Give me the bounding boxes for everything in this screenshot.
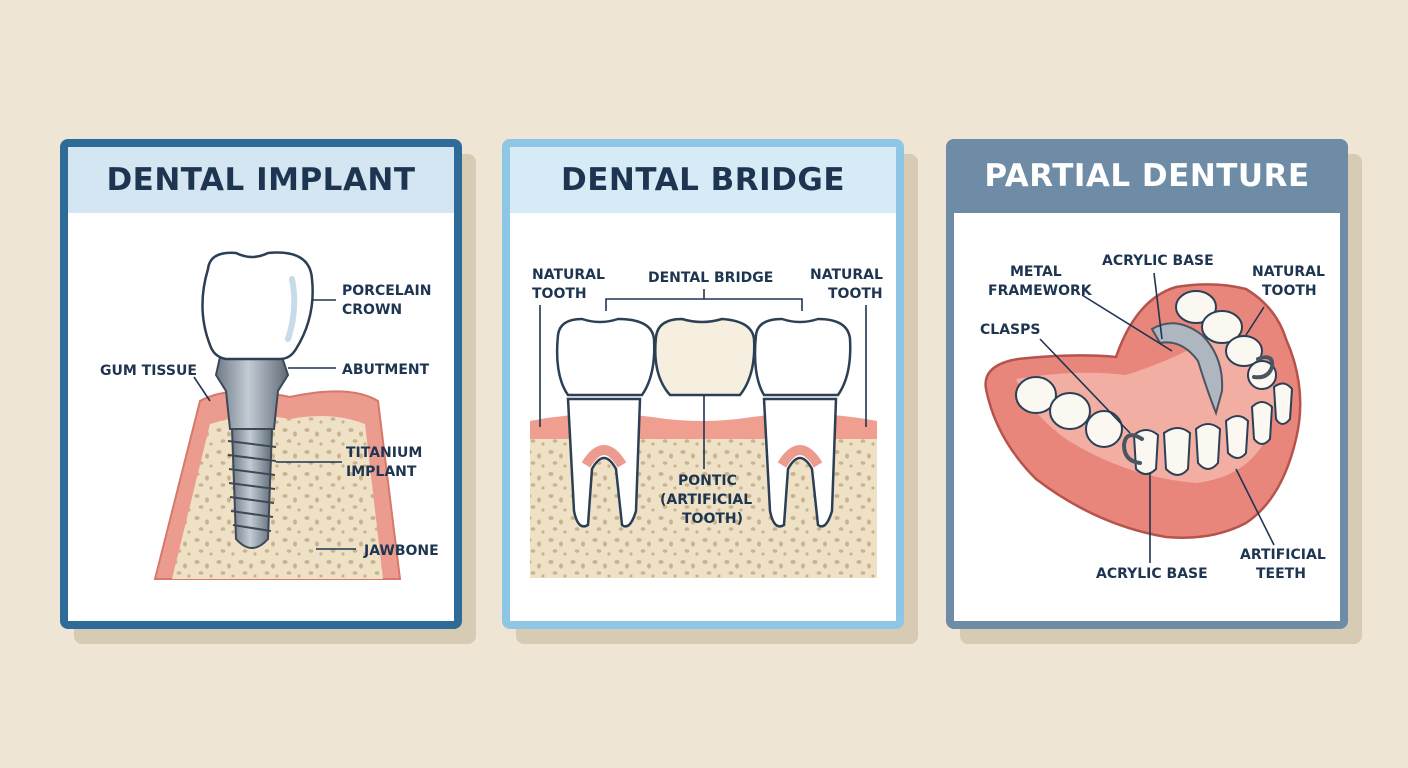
partial-denture-card: PARTIAL DENTURE [946, 139, 1348, 629]
natural-tooth [1175, 290, 1217, 324]
label-natural-tooth-1: NATURAL [1252, 264, 1325, 280]
label-natural-tooth-left-2: TOOTH [532, 286, 587, 302]
jawbone [172, 415, 383, 579]
label-titanium-implant-1: TITANIUM [346, 445, 422, 461]
label-porcelain-crown-1: PORCELAIN [342, 283, 431, 299]
label-natural-tooth-right-1: NATURAL [810, 267, 883, 283]
label-natural-tooth-2: TOOTH [1262, 283, 1317, 299]
label-dental-bridge: DENTAL BRIDGE [648, 270, 773, 286]
dental-implant-title: DENTAL IMPLANT [68, 147, 454, 213]
label-natural-tooth-left-1: NATURAL [532, 267, 605, 283]
label-titanium-implant-2: IMPLANT [346, 464, 417, 480]
porcelain-crown [201, 251, 314, 361]
dental-bridge-diagram: NATURAL TOOTH DENTAL BRIDGE NATURAL TOOT… [530, 267, 883, 578]
titanium-implant [227, 428, 277, 549]
label-metal-framework-2: FRAMEWORK [988, 283, 1093, 299]
dental-bridge-card: DENTAL BRIDGE [502, 139, 904, 629]
label-acrylic-base-bottom: ACRYLIC BASE [1096, 566, 1208, 582]
artificial-teeth [1132, 382, 1294, 476]
label-pontic-1: PONTIC [678, 473, 737, 489]
label-clasps: CLASPS [980, 322, 1040, 338]
metal-framework [1150, 322, 1224, 417]
label-porcelain-crown-2: CROWN [342, 302, 402, 318]
label-pontic-2: (ARTIFICIAL [660, 492, 752, 508]
right-natural-tooth-root [762, 397, 838, 528]
pontic [654, 317, 756, 397]
dental-bridge-title: DENTAL BRIDGE [510, 147, 896, 213]
label-artificial-teeth-1: ARTIFICIAL [1240, 547, 1326, 563]
label-metal-framework-1: METAL [1010, 264, 1062, 280]
dental-implant-diagram: PORCELAIN CROWN ABUTMENT GUM TISSUE TITA… [100, 251, 439, 580]
label-pontic-3: TOOTH) [682, 511, 743, 527]
partial-denture-title: PARTIAL DENTURE [946, 139, 1348, 213]
abutment [214, 356, 290, 430]
label-natural-tooth-right-2: TOOTH [828, 286, 883, 302]
left-natural-tooth-root [566, 397, 642, 528]
clasp-front [1121, 433, 1144, 465]
clasp-back [1252, 355, 1275, 380]
partial-denture-diagram: METAL FRAMEWORK ACRYLIC BASE NATURAL TOO… [980, 253, 1326, 582]
label-abutment: ABUTMENT [342, 362, 430, 378]
right-crown [753, 317, 852, 397]
dental-implant-card: DENTAL IMPLANT [60, 139, 462, 629]
label-gum-tissue: GUM TISSUE [100, 363, 197, 379]
label-jawbone: JAWBONE [363, 543, 439, 559]
left-crown [555, 317, 656, 397]
label-artificial-teeth-2: TEETH [1256, 566, 1306, 582]
label-acrylic-base-top: ACRYLIC BASE [1102, 253, 1214, 269]
